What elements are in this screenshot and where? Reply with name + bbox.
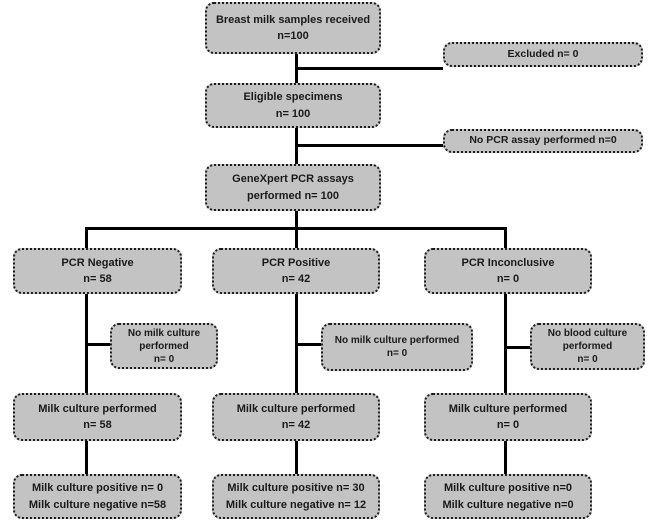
node-no-milk-culture-left: No milk culture performed n= 0: [110, 323, 218, 369]
node-line: No PCR assay performed n=0: [469, 134, 617, 147]
connector-culture-mid-to-result: [295, 441, 298, 474]
node-genexpert-assays: GeneXpert PCR assays performed n= 100: [205, 164, 381, 211]
node-line: n= 100: [275, 107, 311, 120]
connector-inconclusive-to-culture: [504, 294, 507, 393]
node-line: n= 42: [281, 419, 311, 431]
node-pcr-positive: PCR Positive n= 42: [212, 248, 380, 294]
node-result-right: Milk culture positive n=0 Milk culture n…: [424, 474, 592, 519]
node-line: Milk culture positive n= 30: [227, 482, 365, 494]
node-line: PCR Negative: [61, 256, 134, 269]
connector-stub-no-milk-mid: [296, 343, 321, 346]
connector-culture-right-to-result: [504, 441, 507, 474]
connector-to-no-pcr-assay: [296, 144, 443, 147]
node-milk-culture-performed-right: Milk culture performed n= 0: [424, 393, 592, 441]
node-no-blood-culture-right: No blood culture performed n= 0: [530, 323, 645, 370]
node-line: No milk culture performed: [334, 335, 460, 346]
node-line: n= 42: [281, 273, 311, 285]
node-line: n=100: [277, 30, 309, 42]
node-line: No milk culture: [127, 327, 201, 339]
connector-drop-inconclusive: [504, 227, 507, 248]
node-line: n= 0: [386, 348, 408, 359]
node-line: Milk culture performed: [38, 402, 157, 415]
node-line: PCR Inconclusive: [461, 256, 555, 269]
node-line: n= 0: [496, 419, 520, 431]
node-line: Milk culture negative n= 12: [225, 498, 367, 511]
node-line: Milk culture positive n= 0: [31, 482, 164, 494]
node-line: Milk culture performed: [236, 402, 356, 415]
node-line: PCR Positive: [261, 256, 331, 269]
node-eligible-specimens: Eligible specimens n= 100: [205, 83, 381, 128]
node-pcr-inconclusive: PCR Inconclusive n= 0: [424, 248, 592, 294]
node-line: n= 0: [577, 354, 598, 365]
node-line: GeneXpert PCR assays: [232, 173, 354, 185]
node-line: Milk culture positive n=0: [443, 482, 573, 494]
connector-stub-no-milk-left: [86, 343, 110, 346]
node-line: n= 0: [153, 353, 175, 365]
node-line: Milk culture performed: [448, 402, 568, 415]
node-line: n= 0: [496, 273, 520, 285]
node-line: Excluded n= 0: [507, 47, 579, 60]
node-excluded: Excluded n= 0: [443, 42, 643, 67]
node-result-left: Milk culture positive n= 0 Milk culture …: [13, 474, 182, 519]
node-milk-culture-performed-left: Milk culture performed n= 58: [13, 393, 182, 441]
connector-stub-no-blood-right: [505, 346, 530, 349]
node-line: performed n= 100: [246, 189, 339, 202]
node-pcr-negative: PCR Negative n= 58: [13, 248, 182, 294]
connector-branch-crossbar: [85, 227, 507, 230]
node-line: performed: [139, 340, 189, 352]
connector-drop-negative: [85, 227, 88, 248]
connector-to-excluded: [296, 67, 443, 70]
node-result-mid: Milk culture positive n= 30 Milk culture…: [212, 474, 380, 519]
node-line: Milk culture negative n=0: [442, 498, 574, 511]
node-line: No blood culture: [547, 328, 628, 339]
node-no-pcr-assay: No PCR assay performed n=0: [443, 129, 643, 153]
node-line: n= 58: [83, 273, 112, 285]
node-line: Eligible specimens: [243, 91, 343, 103]
connector-culture-left-to-result: [85, 441, 88, 474]
node-line: n= 58: [83, 419, 112, 431]
node-line: performed: [562, 341, 613, 352]
node-line: Breast milk samples received: [215, 13, 371, 26]
node-milk-culture-performed-mid: Milk culture performed n= 42: [212, 393, 380, 441]
node-breast-milk-received: Breast milk samples received n=100: [205, 2, 381, 54]
node-no-milk-culture-mid: No milk culture performed n= 0: [321, 323, 473, 371]
node-line: Milk culture negative n=58: [28, 498, 167, 511]
